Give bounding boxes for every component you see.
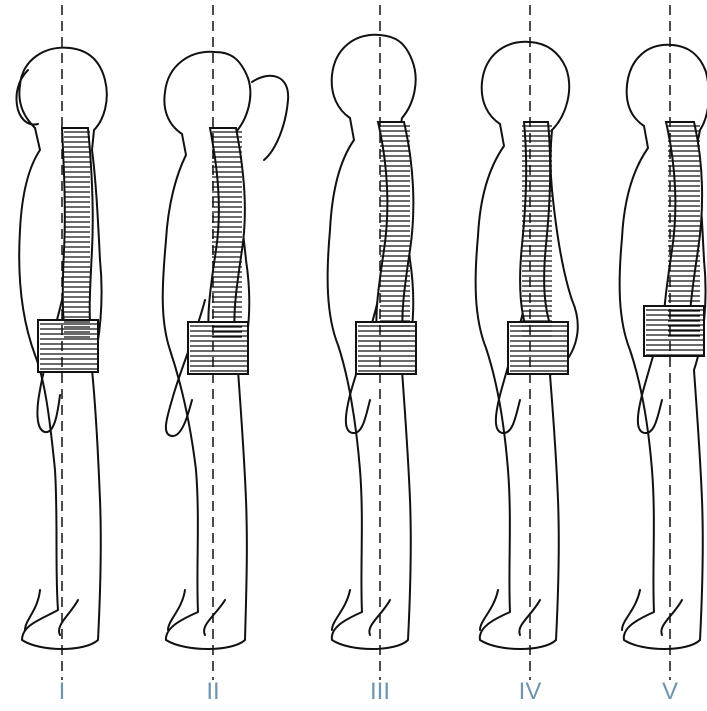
figure-label-1: I — [32, 678, 92, 706]
ponytail — [252, 76, 288, 160]
figure-label-4: IV — [500, 678, 560, 706]
figure-label-5: V — [640, 678, 700, 706]
figure-label-3: III — [350, 678, 410, 706]
spine-1 — [38, 128, 98, 372]
figure-label-2: II — [183, 678, 243, 706]
